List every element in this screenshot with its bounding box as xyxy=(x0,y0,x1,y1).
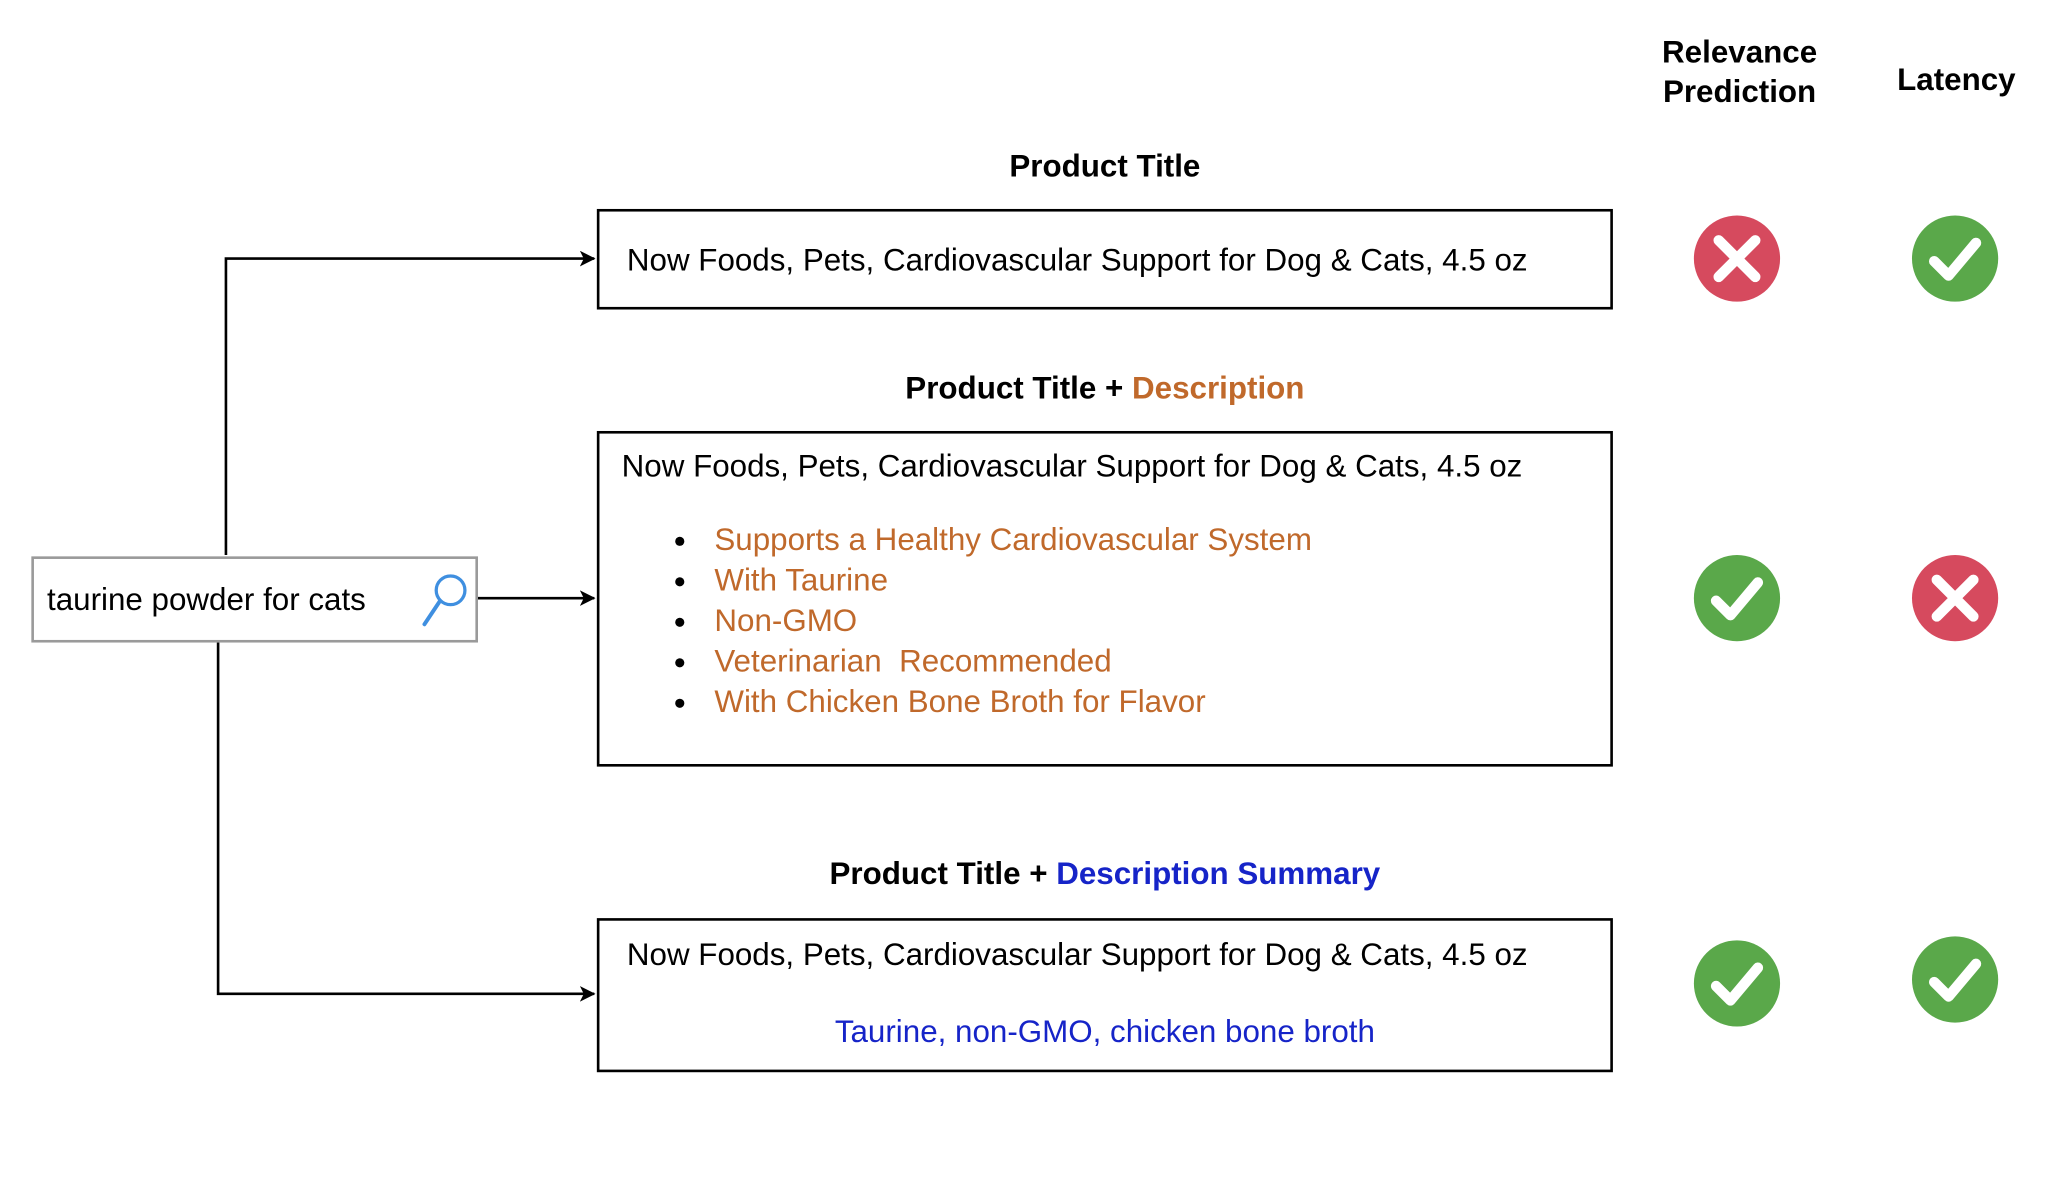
bullet-item: With Taurine xyxy=(675,560,1312,600)
heading-prefix: Product Title + xyxy=(829,856,1057,892)
bullet-item: With Chicken Bone Broth for Flavor xyxy=(675,682,1312,722)
latency-check-icon xyxy=(1911,215,1999,302)
description-bullet-list: Supports a Healthy Cardiovascular System… xyxy=(675,520,1312,722)
latency-check-icon xyxy=(1911,936,1999,1023)
relevance-cross-icon xyxy=(1693,215,1781,302)
search-box[interactable]: taurine powder for cats xyxy=(31,556,478,643)
section-heading-summary: Product Title + Description Summary xyxy=(597,857,1613,894)
relevance-prediction-header: Relevance Prediction xyxy=(1662,35,1818,110)
product-description-box: Now Foods, Pets, Cardiovascular Support … xyxy=(596,430,1613,767)
bullet-item: Non-GMO xyxy=(675,601,1312,641)
relevance-check-icon xyxy=(1693,555,1781,642)
heading-prefix: Product Title xyxy=(1009,148,1201,185)
product-title-text: Now Foods, Pets, Cardiovascular Support … xyxy=(626,242,1528,279)
latency-cross-icon xyxy=(1911,555,1999,642)
bullet-item: Veterinarian Recommended xyxy=(675,641,1312,681)
latency-header: Latency xyxy=(1897,62,2016,98)
heading-description-summary: Description Summary xyxy=(1056,856,1381,892)
product-title-text: Now Foods, Pets, Cardiovascular Support … xyxy=(621,449,1523,485)
arrow-to-summary-box xyxy=(216,642,596,1002)
magnifier-icon xyxy=(422,574,467,627)
product-summary-box: Now Foods, Pets, Cardiovascular Support … xyxy=(596,918,1613,1073)
product-title-text: Now Foods, Pets, Cardiovascular Support … xyxy=(626,937,1528,973)
summary-text: Taurine, non-GMO, chicken bone broth xyxy=(834,1014,1375,1051)
relevance-check-icon xyxy=(1693,940,1781,1027)
arrow-to-title-box xyxy=(224,250,596,556)
section-heading-description: Product Title + Description xyxy=(597,371,1613,408)
heading-prefix: Product Title + xyxy=(905,370,1133,407)
heading-description: Description xyxy=(1132,370,1305,407)
product-title-box: Now Foods, Pets, Cardiovascular Support … xyxy=(596,208,1613,310)
section-heading-title: Product Title xyxy=(597,149,1613,186)
search-query: taurine powder for cats xyxy=(47,582,366,618)
bullet-item: Supports a Healthy Cardiovascular System xyxy=(675,520,1312,560)
